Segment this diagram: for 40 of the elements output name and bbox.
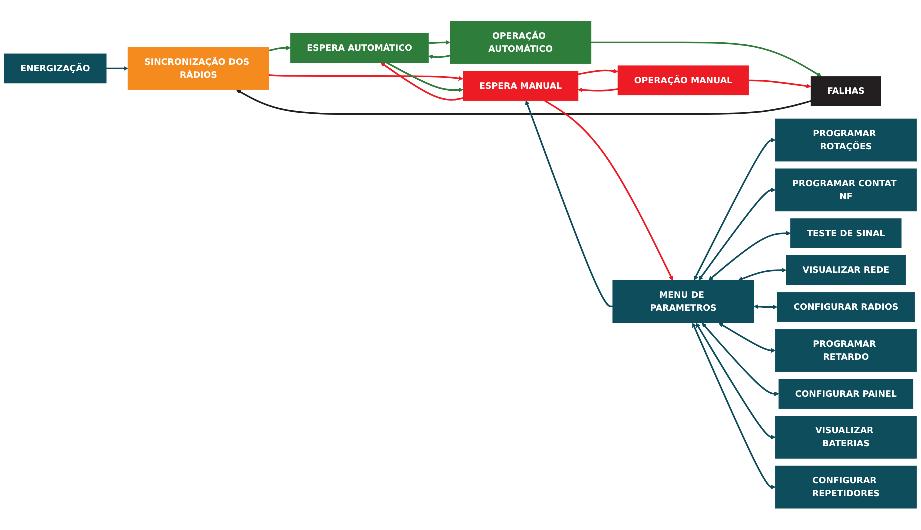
node-box: OPERAÇÃO AUTOMÁTICO	[450, 21, 592, 64]
arrow	[708, 231, 792, 281]
arrow	[106, 66, 128, 72]
arrow	[544, 100, 674, 281]
node-box: CONFIGURAR PAINEL	[778, 379, 914, 409]
arrow	[748, 80, 812, 89]
arrow	[694, 138, 776, 281]
arrow	[578, 88, 618, 93]
node-box: ESPERA AUTOMÁTICO	[290, 33, 429, 63]
arrow	[386, 62, 464, 93]
arrow	[754, 304, 778, 310]
node-box: VISUALIZAR BATERIAS	[775, 416, 917, 459]
node-box: TESTE DE SINAL	[790, 218, 902, 248]
arrow	[738, 268, 787, 282]
arrow	[428, 54, 450, 60]
arrow	[702, 322, 780, 396]
arrow	[380, 62, 464, 101]
arrow	[236, 90, 812, 116]
arrow	[525, 100, 614, 308]
node-box: MENU DE PARAMETROS	[612, 280, 754, 324]
arrow	[692, 323, 776, 490]
arrow	[268, 46, 292, 52]
node-box: SINCRONIZAÇÃO DOS RÁDIOS	[128, 47, 270, 90]
arrow	[428, 40, 451, 46]
node-box: CONFIGURAR RADIOS	[777, 292, 916, 322]
arrow	[269, 74, 464, 81]
node-box: ENERGIZAÇÃO	[4, 54, 107, 84]
node-box: VISUALIZAR REDE	[786, 256, 906, 286]
arrow	[698, 188, 776, 281]
node-box: PROGRAMAR CONTAT NF	[775, 168, 917, 212]
node-box: CONFIGURAR REPETIDORES	[775, 466, 917, 509]
arrow	[591, 42, 822, 78]
arrow	[696, 323, 776, 440]
node-box: PROGRAMAR RETARDO	[775, 329, 917, 372]
arrow	[578, 68, 618, 76]
node-box: OPERAÇÃO MANUAL	[618, 66, 750, 96]
node-box: PROGRAMAR ROTAÇÕES	[775, 118, 917, 162]
arrow	[718, 322, 776, 354]
node-box: ESPERA MANUAL	[463, 71, 579, 101]
node-box: FALHAS	[810, 76, 882, 106]
